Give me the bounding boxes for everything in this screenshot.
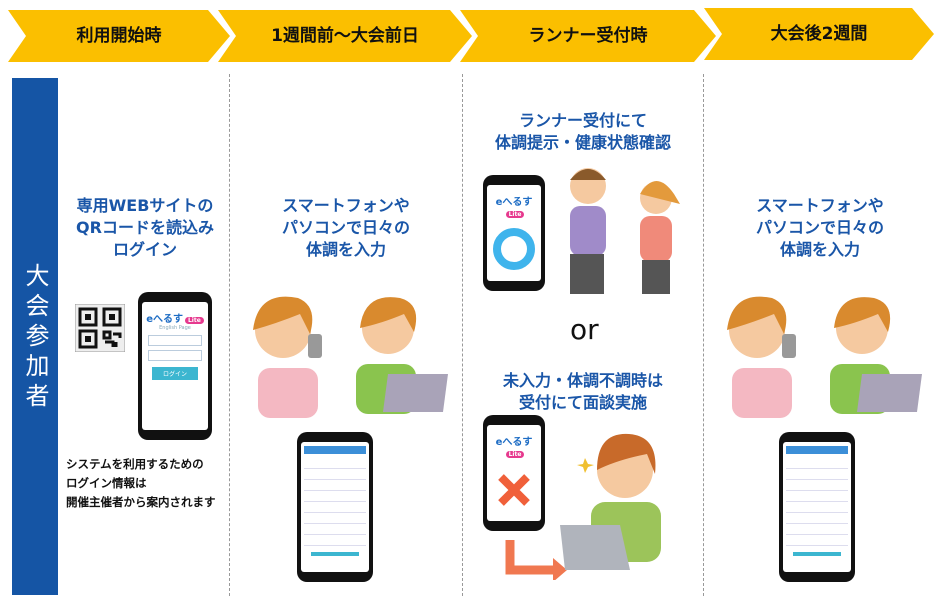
- interview-illustration: [505, 433, 661, 580]
- participant-sidebar: 大会参加者: [12, 78, 58, 595]
- sidebar-label: 大会参加者: [21, 263, 49, 413]
- health-input-phone: [779, 432, 855, 582]
- col2-heading: スマートフォンや パソコンで日々の 体調を入力: [281, 196, 410, 259]
- health-input-phone: [297, 432, 373, 582]
- phase-label: ランナー受付時: [528, 26, 648, 46]
- qr-code-icon: [75, 304, 125, 352]
- ok-phone: eへるすLite: [483, 175, 545, 291]
- cross-icon: [498, 474, 530, 506]
- people-illustration: [253, 296, 448, 418]
- divider: [703, 74, 704, 596]
- ng-phone: eへるすLite: [483, 415, 545, 531]
- phase-label: 利用開始時: [76, 26, 162, 46]
- phase-label: 大会後2週間: [770, 24, 868, 44]
- phase-label: 1週間前～大会前日: [271, 26, 419, 46]
- phase-chevron-reception: ランナー受付時: [460, 10, 716, 62]
- ok-ring-icon: [493, 228, 535, 270]
- col4-heading: スマートフォンや パソコンで日々の 体調を入力: [755, 196, 884, 259]
- divider: [229, 74, 230, 596]
- col3-heading-top: ランナー受付にて 体調提示・健康状態確認: [494, 111, 671, 152]
- runners-illustration: [570, 168, 680, 294]
- phase-chevron-before: 1週間前～大会前日: [218, 10, 472, 62]
- or-text: or: [570, 313, 599, 346]
- col3-heading-bottom: 未入力・体調不調時は 受付にて面談実施: [502, 371, 663, 412]
- phase-chevron-start: 利用開始時: [8, 10, 230, 62]
- divider: [462, 74, 463, 596]
- login-button: ログイン: [152, 367, 198, 380]
- col1-heading: 専用WEBサイトの QRコードを読込み ログイン: [76, 196, 214, 259]
- people-illustration: [727, 296, 922, 418]
- login-note: システムを利用するための ログイン情報は 開催主催者から案内されます: [66, 457, 216, 509]
- phase-chevron-after: 大会後2週間: [704, 8, 934, 60]
